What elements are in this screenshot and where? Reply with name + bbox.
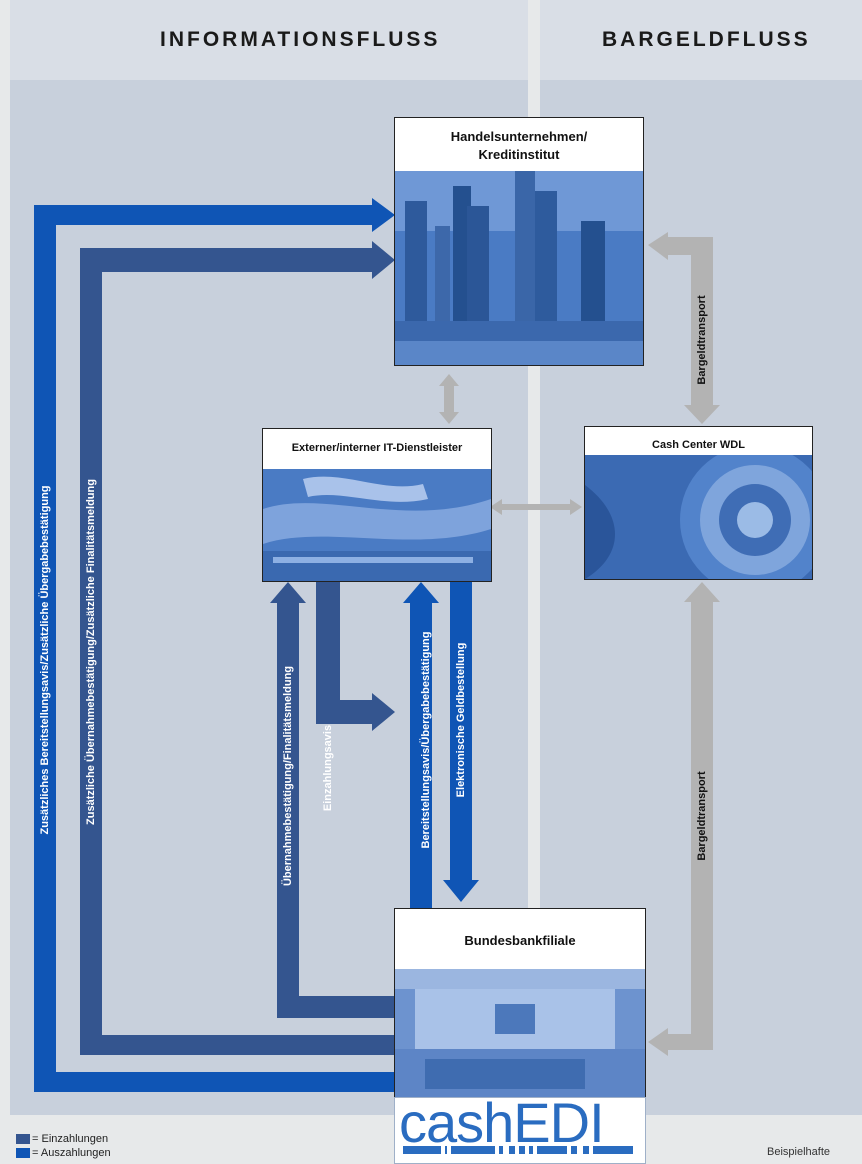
handel-it-link-arrow <box>439 374 459 424</box>
bereitstellung-label: Bereitstellungsavis/Übergabebestätigung <box>420 631 432 849</box>
handel-title: Handelsunternehmen/ Kreditinstitut <box>450 129 588 162</box>
geldbestellung-label: Elektronische Geldbestellung <box>455 642 467 798</box>
cashedi-logo: cashEDI <box>394 1091 646 1164</box>
city-skyline-image <box>395 171 643 365</box>
outer-blue-label: Zusätzliches Bereitstellungsavis/Zusätzl… <box>39 485 51 835</box>
it-cashcenter-link-arrow <box>490 499 582 515</box>
einzahlung-swatch <box>16 1134 30 1144</box>
auszahlung-swatch <box>16 1148 30 1158</box>
logo-bars-graphic <box>403 1146 633 1154</box>
cash-header-title: BARGELDFLUSS <box>602 28 811 51</box>
info-header: INFORMATIONSFLUSS <box>10 0 528 80</box>
info-header-title: INFORMATIONSFLUSS <box>160 28 441 51</box>
handel-node: Handelsunternehmen/ Kreditinstitut <box>394 117 644 366</box>
legend-auszahlungen: = Auszahlungen <box>16 1146 111 1160</box>
einzahlung-label: Einzahlungsavis <box>322 724 334 812</box>
legend-auszahlungen-label: = Auszahlungen <box>32 1147 111 1159</box>
outer-dark-arrow <box>80 241 395 1055</box>
transport-top-arrow <box>648 232 720 424</box>
bundesbank-title: Bundesbankfiliale <box>464 933 576 948</box>
cash-header: BARGELDFLUSS <box>540 0 862 80</box>
cashedi-logo-text: cashEDI <box>399 1091 605 1154</box>
keyboard-image <box>263 469 491 581</box>
legend-einzahlungen-label: = Einzahlungen <box>32 1133 109 1145</box>
safe-dial-image <box>585 455 812 579</box>
legend: = Einzahlungen = Auszahlungen <box>16 1132 111 1160</box>
uebernahme-label: Übernahmebestätigung/Finalitätsmeldung <box>282 665 294 887</box>
outer-dark-label: Zusätzliche Übernahmebestätigung/Zusätzl… <box>85 479 97 825</box>
transport-bottom-label: Bargeldtransport <box>696 771 708 861</box>
transport-bottom-arrow <box>648 582 720 1056</box>
example-note: Beispielhafte <box>767 1146 830 1158</box>
it-title: Externer/interner IT-Dienstleister <box>291 442 463 454</box>
it-node: Externer/interner IT-Dienstleister <box>262 428 492 582</box>
einzahlung-arrow <box>316 582 395 731</box>
bereitstellung-arrow <box>403 582 439 908</box>
geldbestellung-arrow <box>443 582 479 902</box>
transport-top-label: Bargeldtransport <box>696 295 708 385</box>
uebernahme-arrow <box>270 582 395 1018</box>
cashcenter-title: Cash Center WDL <box>652 439 745 451</box>
legend-einzahlungen: = Einzahlungen <box>16 1132 111 1146</box>
cashcenter-node: Cash Center WDL <box>584 426 813 580</box>
